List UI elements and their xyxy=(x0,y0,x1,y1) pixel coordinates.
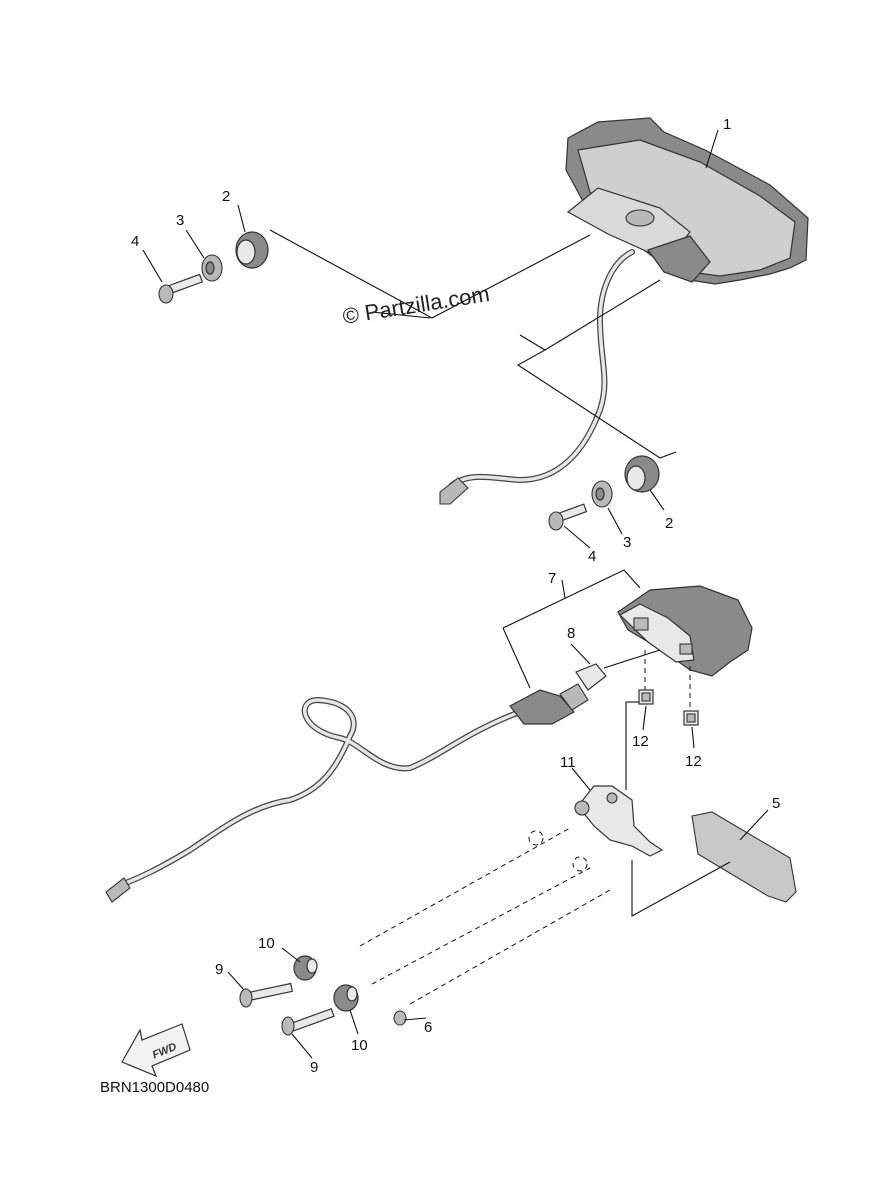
nut-part-12-right[interactable] xyxy=(683,710,699,726)
nut-part-12-left[interactable] xyxy=(638,689,654,705)
callout-3-upper: 3 xyxy=(176,212,184,229)
screw-part-9-upper[interactable] xyxy=(239,982,294,1008)
reflector-part-5[interactable] xyxy=(691,811,797,903)
tail-light-wire xyxy=(439,249,635,505)
fastener-set-lower[interactable] xyxy=(548,455,665,549)
callout-5: 5 xyxy=(772,795,780,812)
socket-assembly[interactable] xyxy=(509,683,589,725)
forward-arrow-icon: FWD xyxy=(121,1023,191,1078)
callout-4-lower: 4 xyxy=(588,548,596,565)
diagram-code: BRN1300D0480 xyxy=(100,1079,209,1096)
license-light-wire xyxy=(105,696,523,903)
bolt-part-4-upper xyxy=(158,273,204,304)
tail-light-unit[interactable] xyxy=(565,117,809,285)
nut-part-6[interactable] xyxy=(393,1010,407,1026)
callout-11: 11 xyxy=(560,754,576,771)
collar-part-2-upper xyxy=(235,231,269,269)
callout-3-lower: 3 xyxy=(623,534,631,551)
watermark: © Partzilla.com xyxy=(341,281,491,329)
callout-10-lower: 10 xyxy=(351,1037,368,1054)
license-light-housing[interactable] xyxy=(617,585,753,677)
callout-7: 7 xyxy=(548,570,556,587)
callout-9-upper: 9 xyxy=(215,961,223,978)
callout-12-right: 12 xyxy=(685,753,702,770)
collar-part-10-lower[interactable] xyxy=(333,984,359,1012)
damper-part-3-upper xyxy=(201,254,223,282)
bracket-part-11[interactable] xyxy=(574,785,664,857)
damper-part-3-lower xyxy=(591,480,613,508)
leader-lines-bottom xyxy=(227,947,427,1059)
callout-6: 6 xyxy=(424,1019,432,1036)
leader-lines-top xyxy=(269,129,719,459)
callout-4-upper: 4 xyxy=(131,233,139,250)
bulb-part-8[interactable] xyxy=(575,663,607,691)
callout-10-upper: 10 xyxy=(258,935,275,952)
callout-9-lower: 9 xyxy=(310,1059,318,1076)
collar-part-2-lower xyxy=(624,455,660,493)
callout-2-lower: 2 xyxy=(665,515,673,532)
screw-part-9-lower[interactable] xyxy=(281,1007,335,1036)
bolt-part-4-lower xyxy=(548,503,588,531)
callout-2-upper: 2 xyxy=(222,188,230,205)
leader-lines-middle xyxy=(502,569,691,790)
callout-8: 8 xyxy=(567,625,575,642)
callout-1: 1 xyxy=(723,116,731,133)
lower-dashed-lines xyxy=(359,827,611,1005)
fastener-set-upper[interactable] xyxy=(142,204,269,304)
callout-12-left: 12 xyxy=(632,733,649,750)
